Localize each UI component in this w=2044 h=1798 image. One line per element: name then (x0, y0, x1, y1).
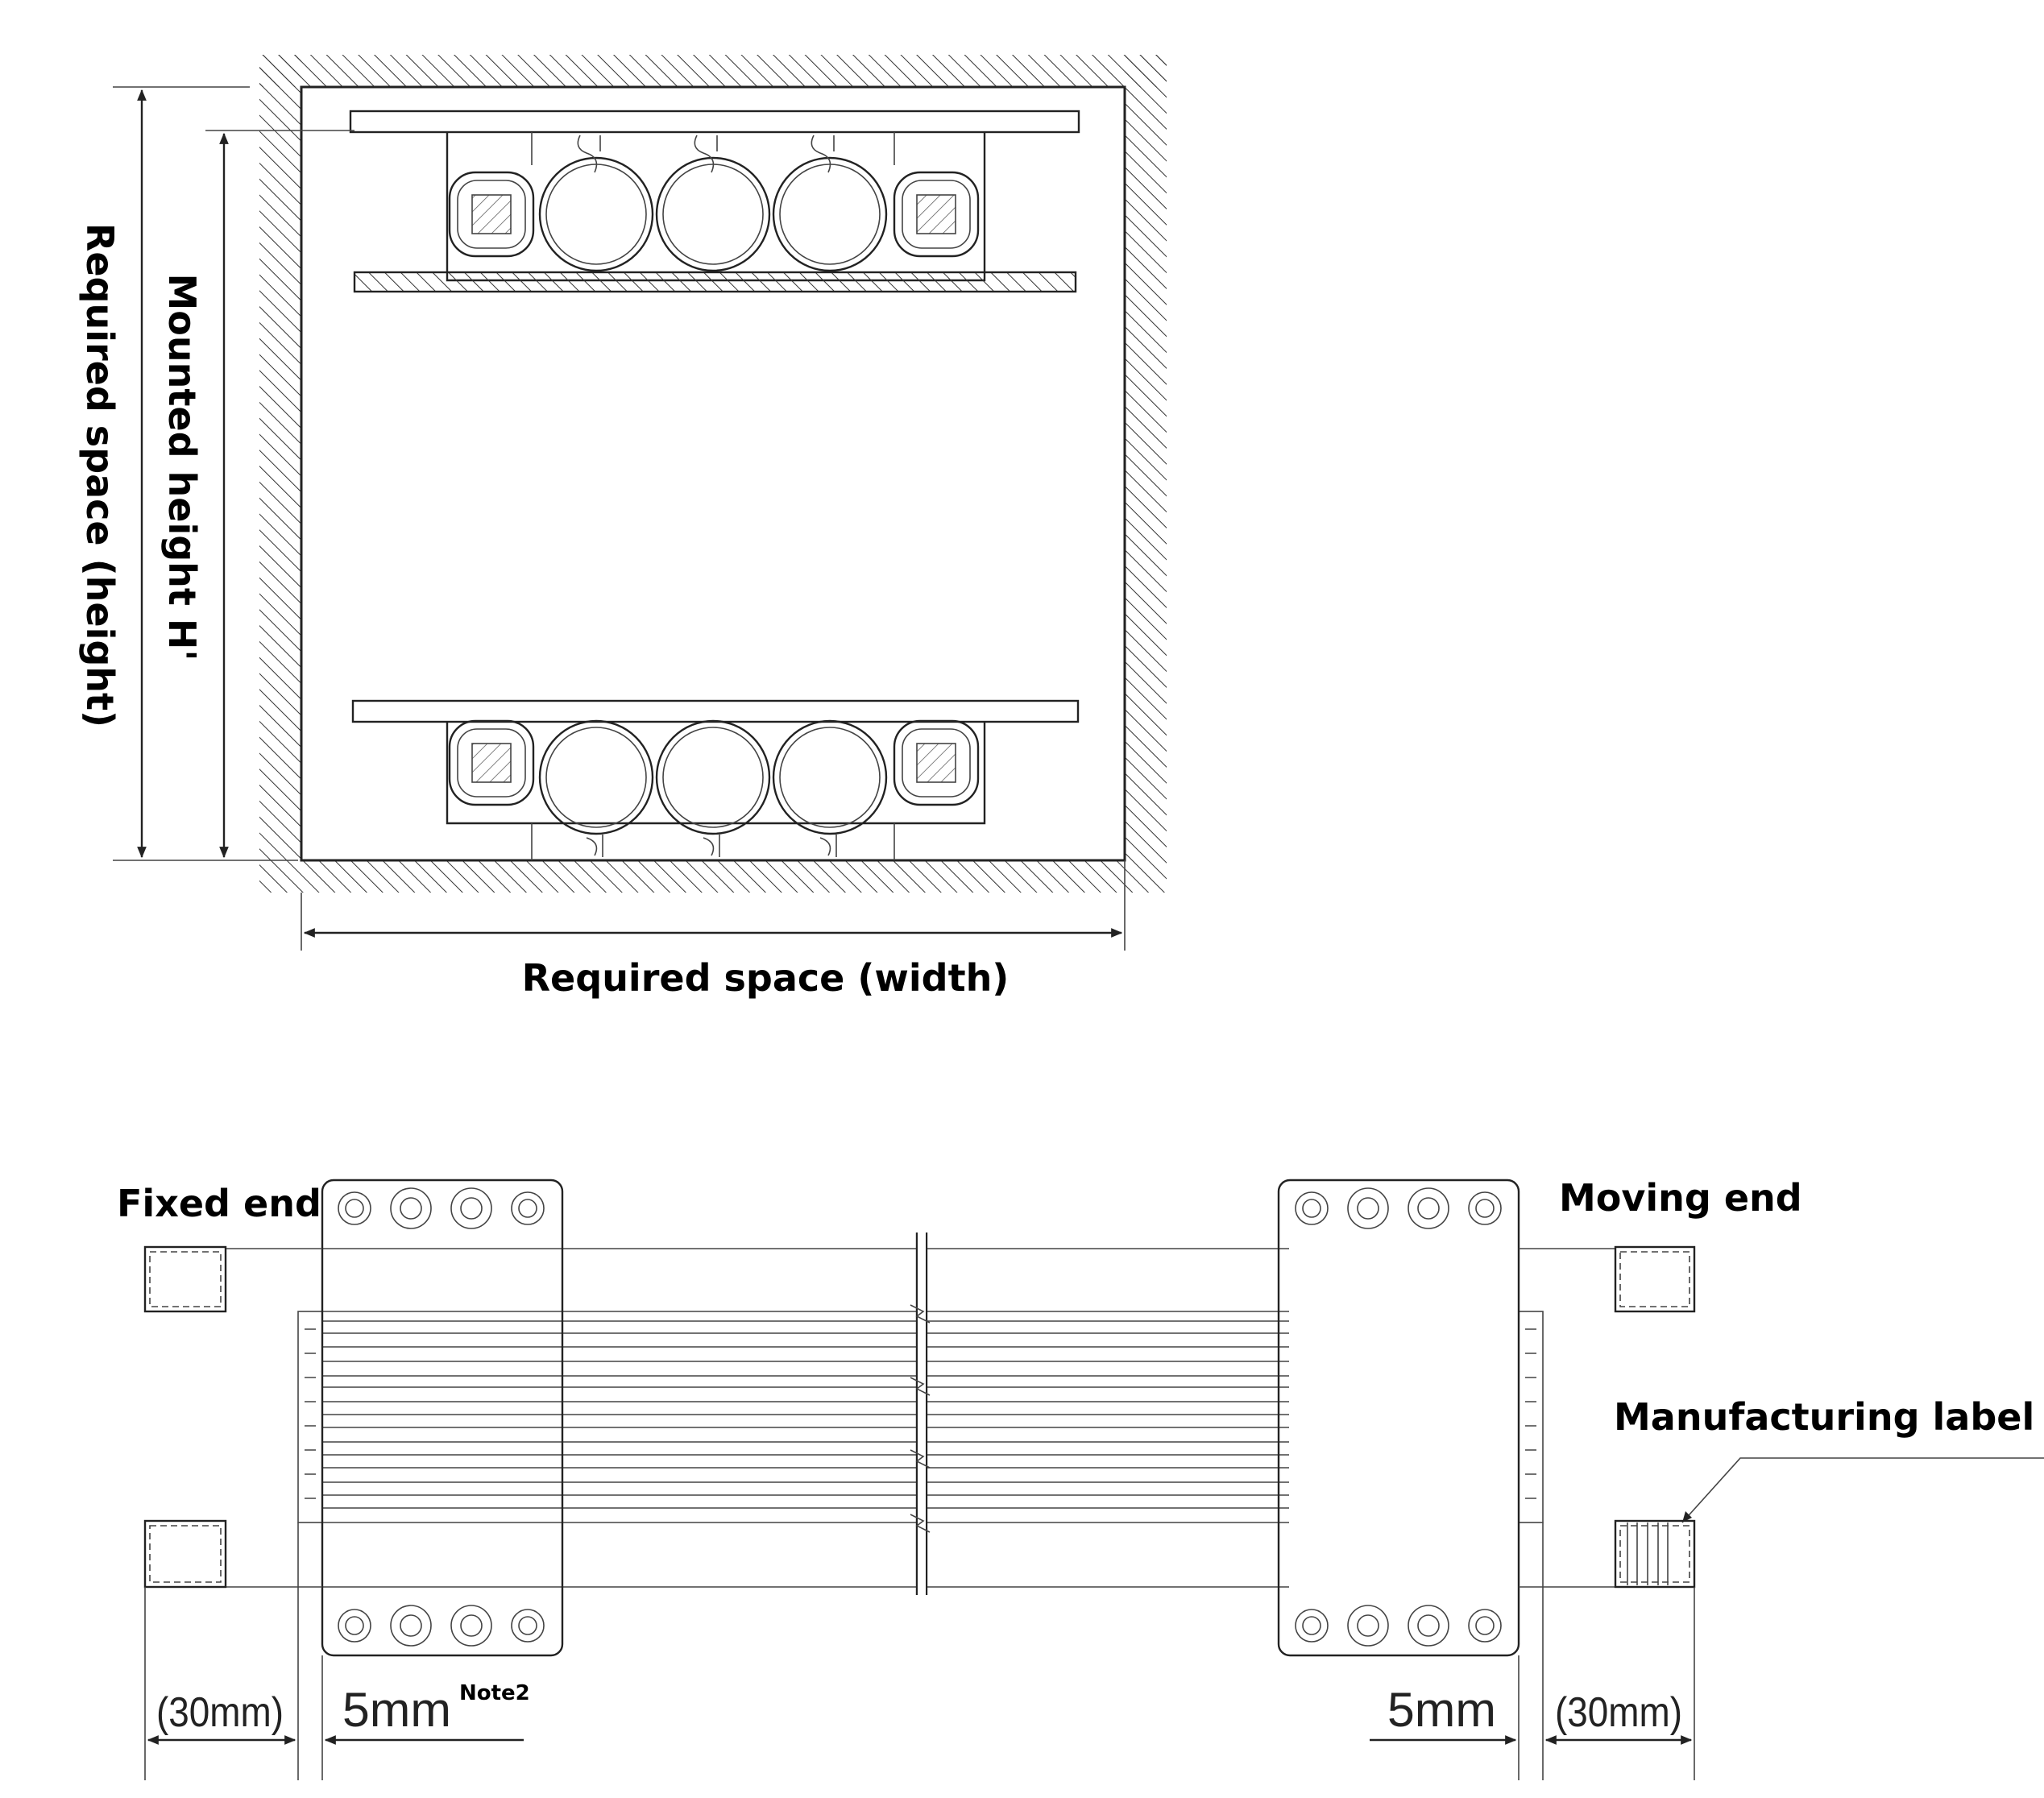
fixed-end-tube-bottom (143, 1519, 227, 1589)
enclosure-wall-left (259, 55, 301, 893)
width-dimension (301, 860, 1126, 951)
mounted-height-label: Mounted height H' (160, 274, 204, 661)
height-dimension (113, 86, 298, 861)
upper-carrier-section (349, 110, 1080, 293)
enclosure-wall-bottom (301, 860, 1125, 893)
fixed-end-label: Fixed end (117, 1182, 321, 1225)
fixed-end-tube-top (143, 1245, 227, 1313)
manufacturing-label-text: Manufacturing label (1614, 1395, 2034, 1439)
dim-left-outer: (30mm) (156, 1689, 284, 1736)
lower-carrier-section (351, 699, 1080, 860)
upper-shelf (353, 271, 1077, 293)
bottom-dimensions (144, 1522, 1695, 1780)
top-cross-section: Required space (height) Mounted height H… (78, 55, 1167, 1000)
fixed-end-block (143, 1179, 564, 1657)
enclosure-inner-outline (300, 85, 1126, 862)
moving-end-tube-top (1614, 1245, 1696, 1313)
bottom-side-view: Fixed end Moving end Manufacturing label… (117, 1176, 2044, 1780)
moving-end-label: Moving end (1559, 1176, 1802, 1220)
enclosure-wall-right (1125, 55, 1167, 893)
enclosure-wall-top (259, 55, 1167, 87)
dim-note-superscript: Note2 (459, 1681, 530, 1705)
moving-end-block (1277, 1179, 1696, 1657)
mounted-height-dimension (205, 130, 354, 859)
dim-left-inner: 5mm (342, 1683, 451, 1737)
manufacturing-label-leader (1681, 1457, 2044, 1523)
required-height-label: Required space (height) (78, 223, 122, 727)
dim-right-inner: 5mm (1387, 1683, 1496, 1737)
cable-bundle (322, 1232, 1289, 1595)
moving-end-tube-bottom (1614, 1519, 1696, 1589)
dim-right-outer: (30mm) (1555, 1689, 1682, 1736)
manufacturing-label-band (1627, 1522, 1669, 1585)
required-width-label: Required space (width) (522, 956, 1010, 1000)
